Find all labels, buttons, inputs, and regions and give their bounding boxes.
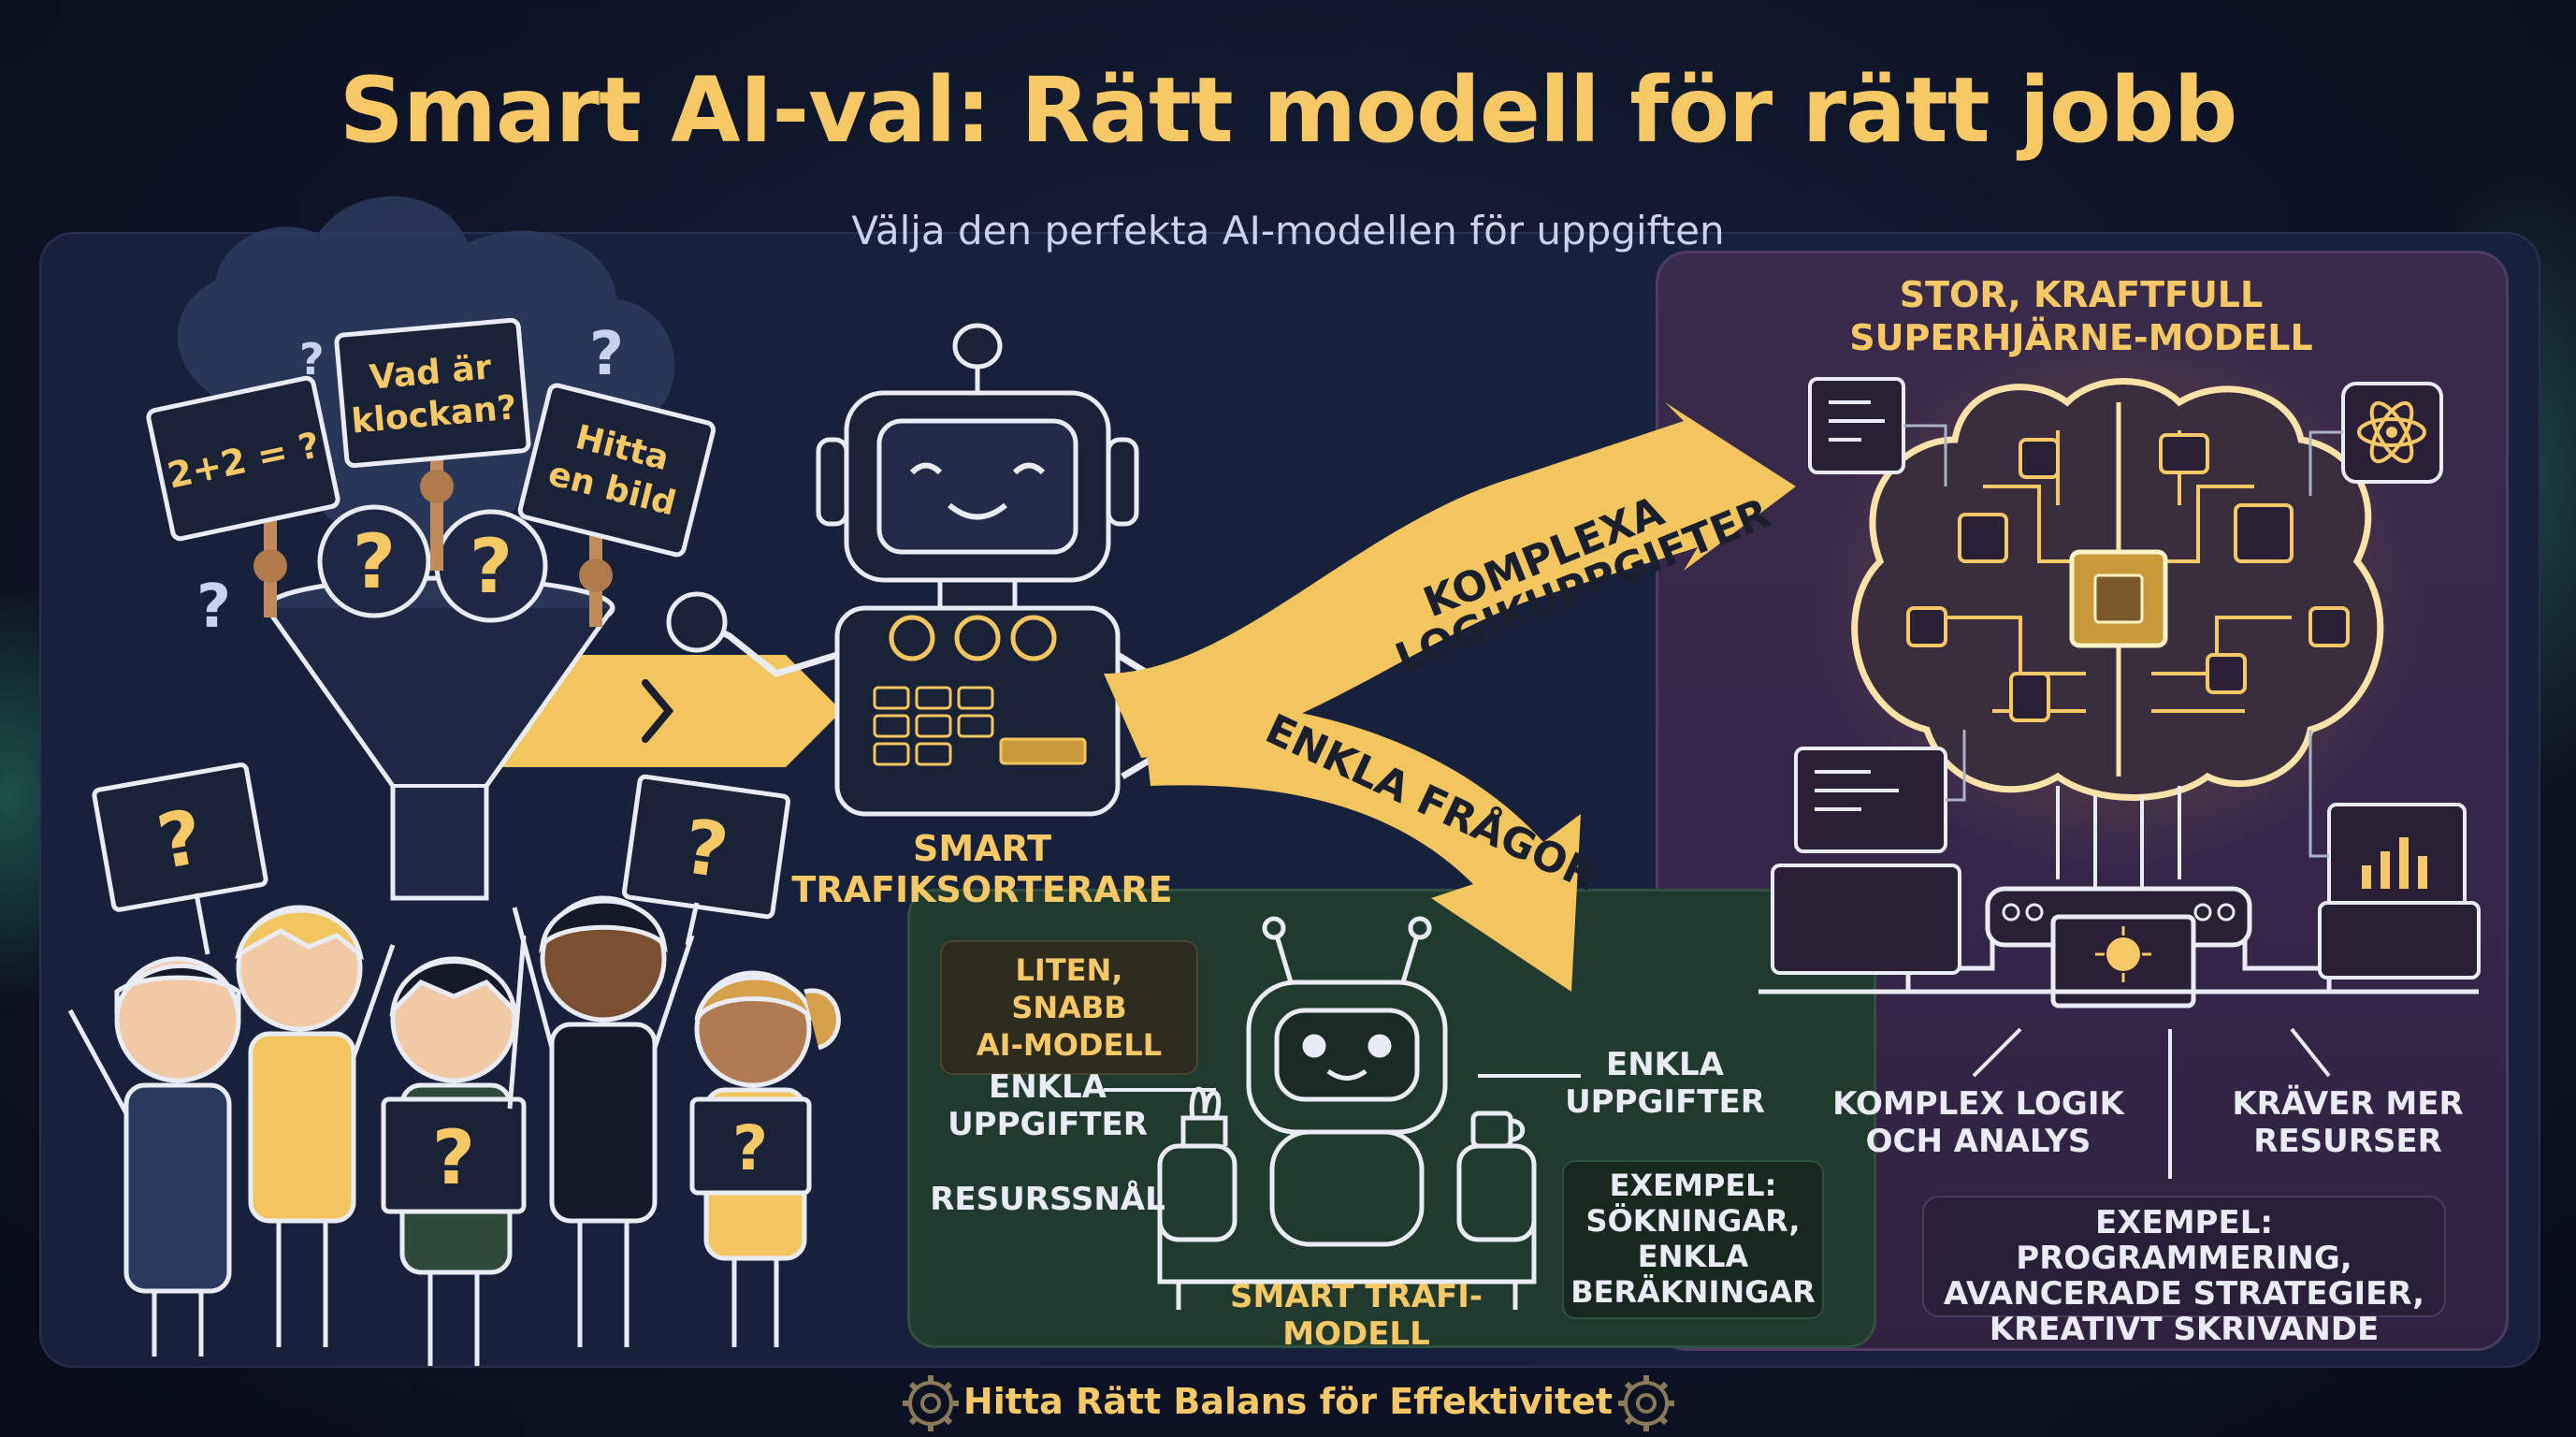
router-label: SMART TRAFIKSORTERARE <box>786 828 1179 910</box>
small-model-name: SMART TRAFI-MODELL <box>1230 1278 1483 1353</box>
sign-math: 2+2 = ? <box>146 375 340 542</box>
big-model-examples: EXEMPEL: PROGRAMMERING, AVANCERADE STRAT… <box>1922 1196 2446 1347</box>
small-feature-left-line1: ENKLA <box>988 1068 1107 1106</box>
peripheral-connectors <box>1903 424 2343 858</box>
small-feature-tasks-right: ENKLA UPPGIFTER <box>1562 1046 1768 1121</box>
robot-icon <box>666 323 1203 817</box>
simple-questions-arrow: ENKLA FRÅGOR <box>1141 700 1605 992</box>
simple-arrow-label: ENKLA FRÅGOR <box>1258 704 1604 900</box>
page-subtitle: Välja den perfekta AI-modellen för uppgi… <box>851 208 1725 254</box>
children-group: ? ? ? ? <box>67 762 841 1366</box>
gear-icon-right <box>1618 1375 1674 1431</box>
big-feature-logic-line2: OCH ANALYS <box>1865 1123 2091 1160</box>
small-example-line3: ENKLA <box>1637 1239 1749 1274</box>
sign-image: Hitta en bild <box>517 383 716 558</box>
big-feature-logic-line1: KOMPLEX LOGIK <box>1832 1085 2124 1123</box>
svg-text:?: ? <box>196 573 231 642</box>
small-feature-resource-light: RESURSSNÅL <box>930 1181 1165 1218</box>
small-example-line1: EXEMPEL: <box>1609 1168 1777 1203</box>
small-feature-right-line2: UPPGIFTER <box>1565 1083 1765 1121</box>
svg-text:?: ? <box>432 1114 475 1201</box>
floating-question-marks: ? ? ? <box>196 320 624 642</box>
small-feature-left-line2: UPPGIFTER <box>948 1106 1148 1143</box>
small-model-tag-line1: LITEN, SNABB <box>1011 952 1127 1025</box>
svg-text:?: ? <box>470 523 513 610</box>
feature-dividers <box>1972 1027 2331 1179</box>
big-model-title-line2: SUPERHJÄRNE-MODELL <box>1849 317 2313 358</box>
small-robot-icon <box>1157 916 1537 1310</box>
router-label-line2: TRAFIKSORTERARE <box>791 869 1173 910</box>
small-example-line4: BERÄKNINGAR <box>1570 1274 1816 1310</box>
big-model-title-line1: STOR, KRAFTFULL <box>1899 274 2264 315</box>
chart-icon <box>2327 803 2467 909</box>
monitor-icon <box>1794 747 1947 853</box>
big-feature-resources: KRÄVER MER RESURSER <box>2207 1085 2488 1160</box>
footer-text: Hitta Rätt Balans för Effektivitet <box>962 1381 1614 1422</box>
gear-icon <box>903 1375 959 1431</box>
big-feature-resources-line1: KRÄVER MER <box>2232 1085 2464 1123</box>
big-feature-resources-line2: RESURSER <box>2253 1123 2442 1160</box>
small-model-tag: LITEN, SNABB AI-MODELL <box>940 940 1198 1075</box>
svg-text:?: ? <box>353 518 396 605</box>
document-icon <box>1808 377 1905 474</box>
svg-text:?: ? <box>732 1112 768 1184</box>
small-model-examples: EXEMPEL: SÖKNINGAR, ENKLA BERÄKNINGAR <box>1562 1160 1824 1319</box>
big-example-line2: AVANCERADE STRATEGIER, <box>1943 1275 2425 1313</box>
sign-clock: Vad är klockan? <box>334 317 531 469</box>
small-feature-tasks-left: ENKLA UPPGIFTER <box>935 1068 1160 1143</box>
big-feature-logic: KOMPLEX LOGIK OCH ANALYS <box>1810 1085 2147 1160</box>
question-mark-icon: ? ? <box>317 504 548 623</box>
big-example-line1: EXEMPEL: PROGRAMMERING, <box>2016 1204 2352 1277</box>
svg-text:?: ? <box>299 334 325 385</box>
svg-text:?: ? <box>589 320 624 389</box>
small-model-tag-line2: AI-MODELL <box>976 1027 1163 1063</box>
small-panel-connectors <box>1104 1074 1581 1092</box>
small-example-line2: SÖKNINGAR, <box>1585 1203 1801 1239</box>
page-title: Smart AI-val: Rätt modell för rätt jobb <box>339 58 2238 163</box>
big-model-title: STOR, KRAFTFULL SUPERHJÄRNE-MODELL <box>1684 273 2479 359</box>
router-label-line1: SMART <box>912 828 1052 869</box>
big-example-line3: KREATIVT SKRIVANDE <box>1989 1311 2380 1348</box>
small-feature-right-line1: ENKLA <box>1605 1046 1724 1083</box>
